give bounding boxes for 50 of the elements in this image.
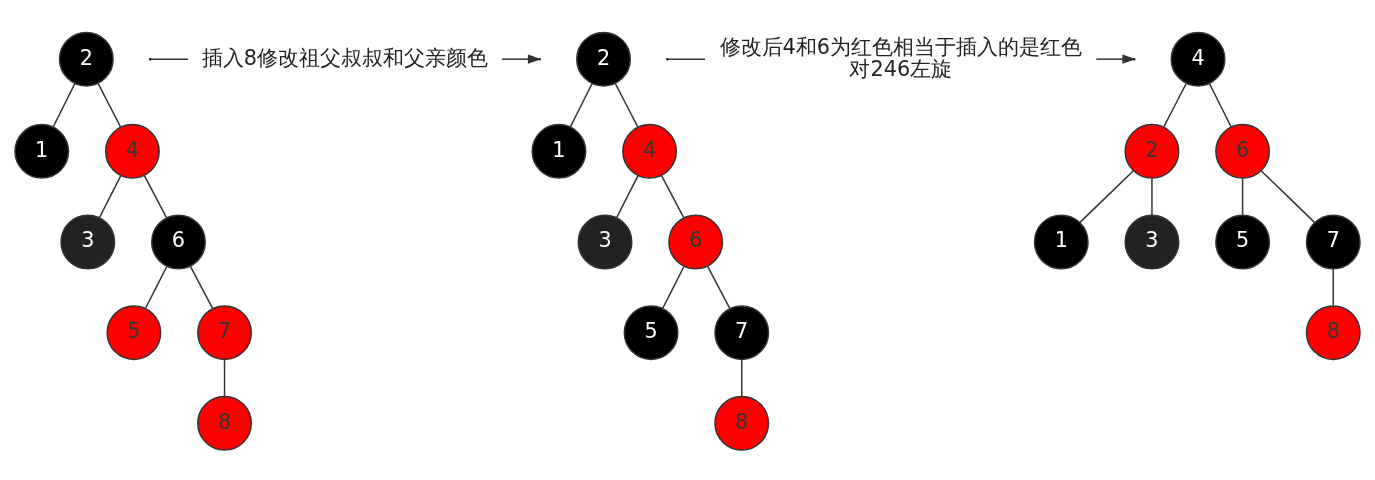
node-circle: 2 [1124,123,1180,179]
node-circle: 5 [106,304,162,360]
connector [223,358,226,397]
node-circle: 8 [197,395,253,451]
connector [1163,82,1187,127]
node-circle: 6 [1215,123,1271,179]
node-text: 修改后4和6为红色相当于插入的是红色 对246左旋 [719,34,1083,81]
node-circle: 8 [1305,304,1361,360]
connector [52,82,76,127]
node-circle: 2 [576,31,632,87]
arrow [501,54,542,64]
connector [614,82,639,127]
node-circle: 3 [577,214,633,269]
connector [706,264,731,309]
connector [616,174,639,218]
node-circle: 6 [150,214,206,269]
connector [667,57,706,60]
node-circle: 2 [58,31,114,87]
connector [1208,82,1232,127]
node-circle: 1 [531,123,587,179]
connector [1079,169,1134,223]
connector [1151,176,1153,216]
node-circle: 1 [1033,214,1089,269]
connector [741,358,743,397]
node-circle: 5 [1215,214,1271,269]
connector [189,264,214,309]
connector [97,82,122,127]
connector [1260,169,1316,223]
node-text: 插入8修改祖父叔叔和父亲颜色 [201,45,489,70]
node-circle: 3 [60,214,116,269]
node-circle: 7 [197,304,253,360]
node-circle: 4 [622,123,678,179]
connector [143,174,168,218]
connector [1332,267,1334,306]
connector [98,174,122,218]
node-circle: 5 [623,304,679,360]
node-circle: 1 [14,123,70,179]
connector [569,82,593,127]
node-circle: 7 [1305,214,1361,269]
node-circle: 7 [714,304,770,360]
node-circle: 4 [1170,31,1226,87]
connector [660,174,685,218]
connector [144,265,168,309]
node-circle: 8 [714,395,770,451]
node-circle: 3 [1124,214,1180,269]
node-circle: 4 [104,123,160,179]
connector [1241,176,1244,216]
node-circle: 6 [668,214,724,269]
connector [150,57,189,60]
connector [662,265,685,309]
